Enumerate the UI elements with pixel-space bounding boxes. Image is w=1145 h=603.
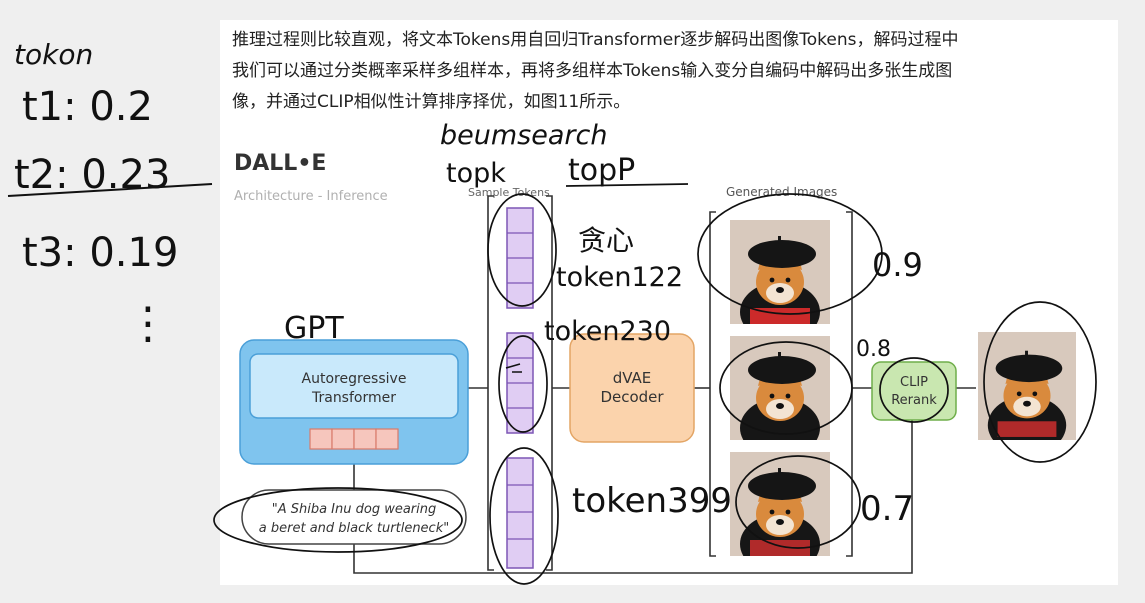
dvae-label-line1: dVAE: [613, 369, 652, 387]
token-header-note: tokon: [14, 38, 93, 71]
prompt-line1: "A Shiba Inu dog wearing: [272, 502, 437, 517]
beam-search-note: beumsearch: [440, 120, 607, 151]
transformer-block: Autoregressive Transformer: [239, 339, 469, 465]
token-id-2: token230: [544, 316, 671, 347]
figure-title: DALL•E: [234, 151, 326, 176]
greedy-note: 贪心: [578, 224, 634, 257]
figure-subtitle: Architecture - Inference: [234, 189, 388, 204]
dvae-decoder-block: dVAE Decoder: [569, 333, 695, 443]
generated-image-2: [730, 336, 830, 440]
ellipsis-note: ⋮: [126, 298, 170, 349]
generated-image-1: [730, 220, 830, 324]
paragraph-line: 像，并通过CLIP相似性计算排序择优，如图11所示。: [232, 92, 630, 112]
paragraph-line: 我们可以通过分类概率采样多组样本，再将多组样本Tokens输入变分自编码中解码出…: [232, 61, 952, 81]
token-column-1: [506, 207, 534, 309]
score-3: 0.7: [860, 489, 914, 529]
input-token-cells: [309, 428, 399, 450]
token-prob-1: t1: 0.2: [22, 84, 153, 130]
gpt-note: GPT: [284, 311, 344, 346]
token-scribble: [505, 363, 522, 373]
final-image: [978, 332, 1076, 440]
topk-note: topk: [446, 158, 506, 189]
transformer-label-line2: Transformer: [311, 390, 396, 406]
token-brackets: [487, 195, 553, 571]
handwritten-annotations: tokon t1: 0.2 t2: 0.23 t3: 0.19 ⋮ beumse…: [7, 38, 1097, 585]
clip-label-line1: CLIP: [900, 375, 928, 390]
token-prob-3: t3: 0.19: [22, 230, 178, 276]
score-2: 0.8: [856, 337, 891, 362]
clip-rerank-block: CLIP Rerank: [871, 361, 957, 421]
paragraph: 推理过程则比较直观，将文本Tokens用自回归Transformer逐步解码出图…: [232, 30, 958, 112]
dvae-label-line2: Decoder: [600, 388, 664, 406]
transformer-label-line1: Autoregressive: [302, 371, 407, 387]
prompt-bubble: "A Shiba Inu dog wearing a beret and bla…: [241, 489, 467, 545]
hand-circles: [213, 193, 1097, 585]
token-column-3: [506, 457, 534, 569]
generated-image-3: [730, 452, 830, 556]
token-column-2: [506, 332, 534, 434]
paragraph-line: 推理过程则比较直观，将文本Tokens用自回归Transformer逐步解码出图…: [232, 30, 958, 50]
prompt-line2: a beret and black turtleneck": [259, 521, 449, 536]
token-id-3: token399: [572, 481, 732, 521]
topp-note: topP: [568, 153, 635, 188]
clip-label-line2: Rerank: [891, 393, 937, 408]
token-id-1: token122: [556, 262, 683, 293]
